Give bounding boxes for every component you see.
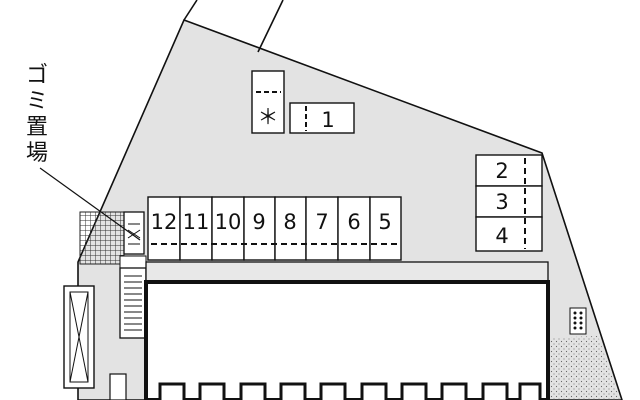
svg-text:ゴ: ゴ	[26, 63, 48, 88]
space-4-label: 4	[495, 224, 508, 248]
svg-text:置: 置	[26, 115, 48, 140]
right-spaces: 2 3 4	[475, 154, 543, 252]
svg-text:場: 場	[26, 141, 48, 166]
parking-space-4[interactable]	[475, 216, 543, 252]
parking-space-2[interactable]	[475, 154, 543, 187]
parking-space-asterisk[interactable]	[251, 70, 285, 134]
garbage-gate	[119, 255, 147, 269]
row-spaces: 12 11 10 9 8 7 6 5	[147, 196, 402, 261]
gravel-area	[548, 336, 620, 400]
space-3-label: 3	[495, 190, 508, 214]
stairs	[119, 267, 147, 339]
space-2-label: 2	[495, 159, 508, 183]
walkway	[145, 261, 549, 283]
parking-space-12[interactable]	[147, 196, 181, 261]
parking-space-1[interactable]	[289, 102, 355, 134]
space-8-label: 8	[283, 210, 296, 234]
garbage-area	[79, 211, 125, 265]
access-road-line-right	[257, 0, 284, 53]
parking-space-6[interactable]	[337, 196, 371, 261]
stair-steps	[124, 275, 142, 331]
space-9-label: 9	[252, 210, 265, 234]
access-road-line-left	[183, 0, 198, 21]
space-10-label: 10	[215, 210, 242, 234]
parking-space-3[interactable]	[475, 185, 543, 218]
garbage-box	[123, 211, 145, 255]
meter-box	[109, 373, 127, 400]
space-asterisk-label: ＊	[258, 105, 279, 129]
storage-shed-cross-2	[69, 291, 89, 383]
svg-text:ミ: ミ	[26, 89, 48, 114]
ac-unit-grill	[573, 311, 583, 330]
storage-shed-inner	[69, 291, 89, 383]
space-11-label: 11	[183, 210, 210, 234]
space-7-label: 7	[315, 210, 328, 234]
parking-space-11[interactable]	[179, 196, 213, 261]
ac-unit	[569, 307, 587, 335]
garbage-box-mark	[127, 223, 141, 245]
parking-space-5[interactable]	[369, 196, 402, 261]
space-5-label: 5	[378, 210, 391, 234]
garbage-label: ゴ ミ 置 場	[26, 63, 48, 166]
space-12-label: 12	[151, 210, 178, 234]
building-units	[158, 382, 542, 400]
apartment-building	[144, 280, 550, 400]
space-1-label: 1	[321, 108, 334, 132]
leader-line	[39, 167, 141, 241]
space-6-label: 6	[347, 210, 360, 234]
